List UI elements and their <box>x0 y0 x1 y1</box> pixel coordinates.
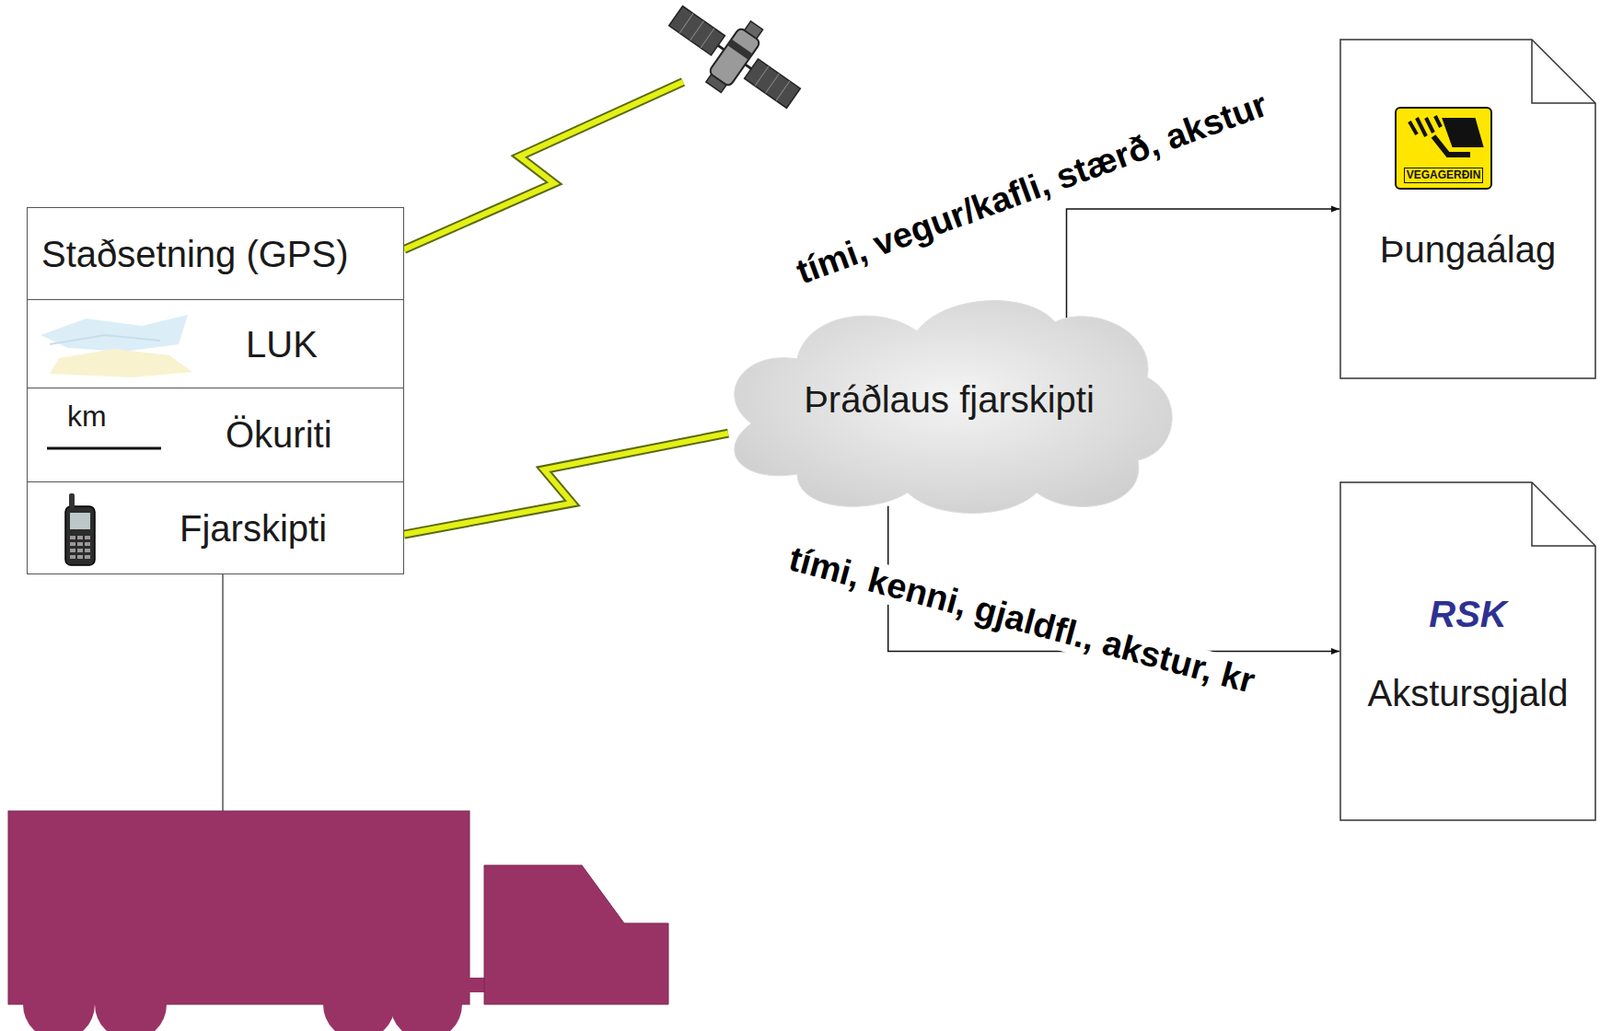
load-document: VEGAGERÐIN Þungaálag <box>1339 38 1597 380</box>
node-label: Staðsetning (GPS) <box>41 233 349 276</box>
telecom-row: Fjarskipti <box>26 481 405 575</box>
text-slot: km <box>67 388 178 444</box>
node-label: Akstursgjald <box>1368 672 1569 715</box>
agency-logo: VEGAGERÐIN <box>1394 106 1493 190</box>
edge-label: tími, vegur/kafli, stærð, akstur <box>788 84 1276 294</box>
tacho-row: km Ökuriti <box>26 387 405 483</box>
doc-outline <box>1339 481 1597 822</box>
node-label: Ökuriti <box>225 414 333 456</box>
node-label: Þráðlaus fjarskipti <box>803 379 1095 421</box>
unit-text: km <box>67 399 107 434</box>
truck-illustration <box>8 811 669 1031</box>
satellite-icon <box>654 0 816 129</box>
doc-outline <box>1339 38 1597 380</box>
gps-row: Staðsetning (GPS) <box>26 207 405 301</box>
odometer-bar <box>46 443 166 453</box>
node-label: Fjarskipti <box>179 508 327 550</box>
text-slot: LUK <box>245 316 398 372</box>
text-slot: Ökuriti <box>225 406 401 463</box>
luk-row: LUK <box>26 299 405 389</box>
logo-stripes <box>1396 108 1491 166</box>
leader-line <box>221 574 224 812</box>
fee-document: RSK Akstursgjald <box>1339 481 1597 822</box>
node-label: Þungaálag <box>1379 229 1556 271</box>
logo-text: VEGAGERÐIN <box>1403 167 1485 184</box>
text-slot: Þungaálag <box>1346 221 1589 278</box>
edge-label: tími, kenni, gjaldfl., akstur, kr <box>781 538 1263 702</box>
text-slot: RSK <box>1346 586 1589 642</box>
text-slot: Þráðlaus fjarskipti <box>742 371 1157 428</box>
text-slot: Akstursgjald <box>1346 665 1589 721</box>
map-thumbnail <box>31 307 198 382</box>
text-slot: Fjarskipti <box>179 500 399 557</box>
text-slot: Staðsetning (GPS) <box>41 226 401 282</box>
node-label: LUK <box>245 324 318 366</box>
wireless-cloud: Þráðlaus fjarskipti <box>714 285 1184 521</box>
gps-lightning <box>404 81 684 250</box>
brand-text: RSK <box>1428 593 1507 636</box>
wireless-link <box>404 433 729 535</box>
data-arrow <box>1066 208 1341 319</box>
phone-icon <box>59 489 101 569</box>
text-slot: VEGAGERÐIN <box>1400 165 1487 185</box>
